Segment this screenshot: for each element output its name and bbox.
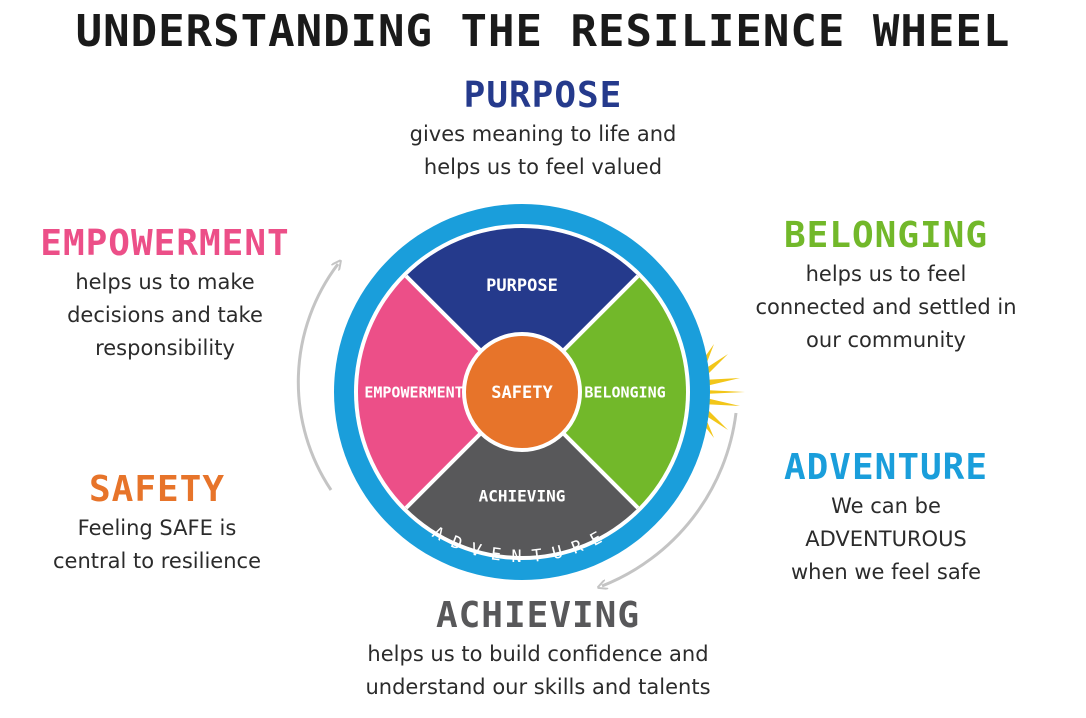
empowerment-description-line: helps us to make <box>75 270 255 294</box>
safety-description-line: Feeling SAFE is <box>77 516 237 540</box>
safety-center-circle <box>462 332 582 452</box>
right-cycle-arrow <box>602 412 738 586</box>
left-cycle-arrow <box>296 264 338 491</box>
page-title: UNDERSTANDING THE RESILIENCE WHEEL <box>75 6 1011 57</box>
belonging-description-line: helps us to feel <box>805 262 967 286</box>
wheel-label-empowerment: EMPOWERMENT <box>364 384 463 402</box>
adventure-description-line: when we feel safe <box>790 560 982 584</box>
purpose-heading: PURPOSE <box>463 75 623 116</box>
empowerment-description-line: responsibility <box>95 336 235 360</box>
empowerment-description-line: decisions and take <box>67 303 263 327</box>
purpose-quadrant <box>358 228 686 392</box>
achieving-description-line: helps us to build confidence and <box>367 642 709 666</box>
empowerment-block: EMPOWERMENT helps us to make decisions a… <box>20 222 310 365</box>
belonging-description-line: connected and settled in <box>755 295 1017 319</box>
adventure-description-line: ADVENTUROUS <box>805 527 967 551</box>
safety-block: SAFETY Feeling SAFE is central to resili… <box>20 468 294 578</box>
adventure-block: ADVENTURE We can be ADVENTUROUS when we … <box>746 446 1026 589</box>
achieving-heading: ACHIEVING <box>435 595 641 636</box>
belonging-heading: BELONGING <box>783 215 989 256</box>
adventure-description-line: We can be <box>831 494 941 518</box>
belonging-block: BELONGING helps us to feel connected and… <box>746 214 1026 357</box>
wheel-label-purpose: PURPOSE <box>486 276 558 296</box>
achieving-quadrant <box>358 392 686 556</box>
resilience-wheel: PURPOSE EMPOWERMENT BELONGING ACHIEVING … <box>296 204 745 610</box>
wheel-label-safety: SAFETY <box>491 383 553 403</box>
safety-heading: SAFETY <box>88 469 226 510</box>
belonging-quadrant <box>522 228 686 556</box>
adventure-heading: ADVENTURE <box>783 447 989 488</box>
purpose-description-line: helps us to feel valued <box>423 155 663 179</box>
achieving-block: ACHIEVING helps us to build confidence a… <box>318 594 758 704</box>
safety-description-line: central to resilience <box>52 549 261 573</box>
belonging-description-line: our community <box>806 328 966 352</box>
wheel-label-achieving: ACHIEVING <box>479 487 566 506</box>
purpose-block: PURPOSE gives meaning to life and helps … <box>343 74 743 184</box>
empowerment-heading: EMPOWERMENT <box>40 223 290 264</box>
purpose-description-line: gives meaning to life and <box>409 122 677 146</box>
wheel-label-belonging: BELONGING <box>584 384 665 402</box>
achieving-description-line: understand our skills and talents <box>365 675 711 699</box>
empowerment-quadrant <box>358 228 522 556</box>
